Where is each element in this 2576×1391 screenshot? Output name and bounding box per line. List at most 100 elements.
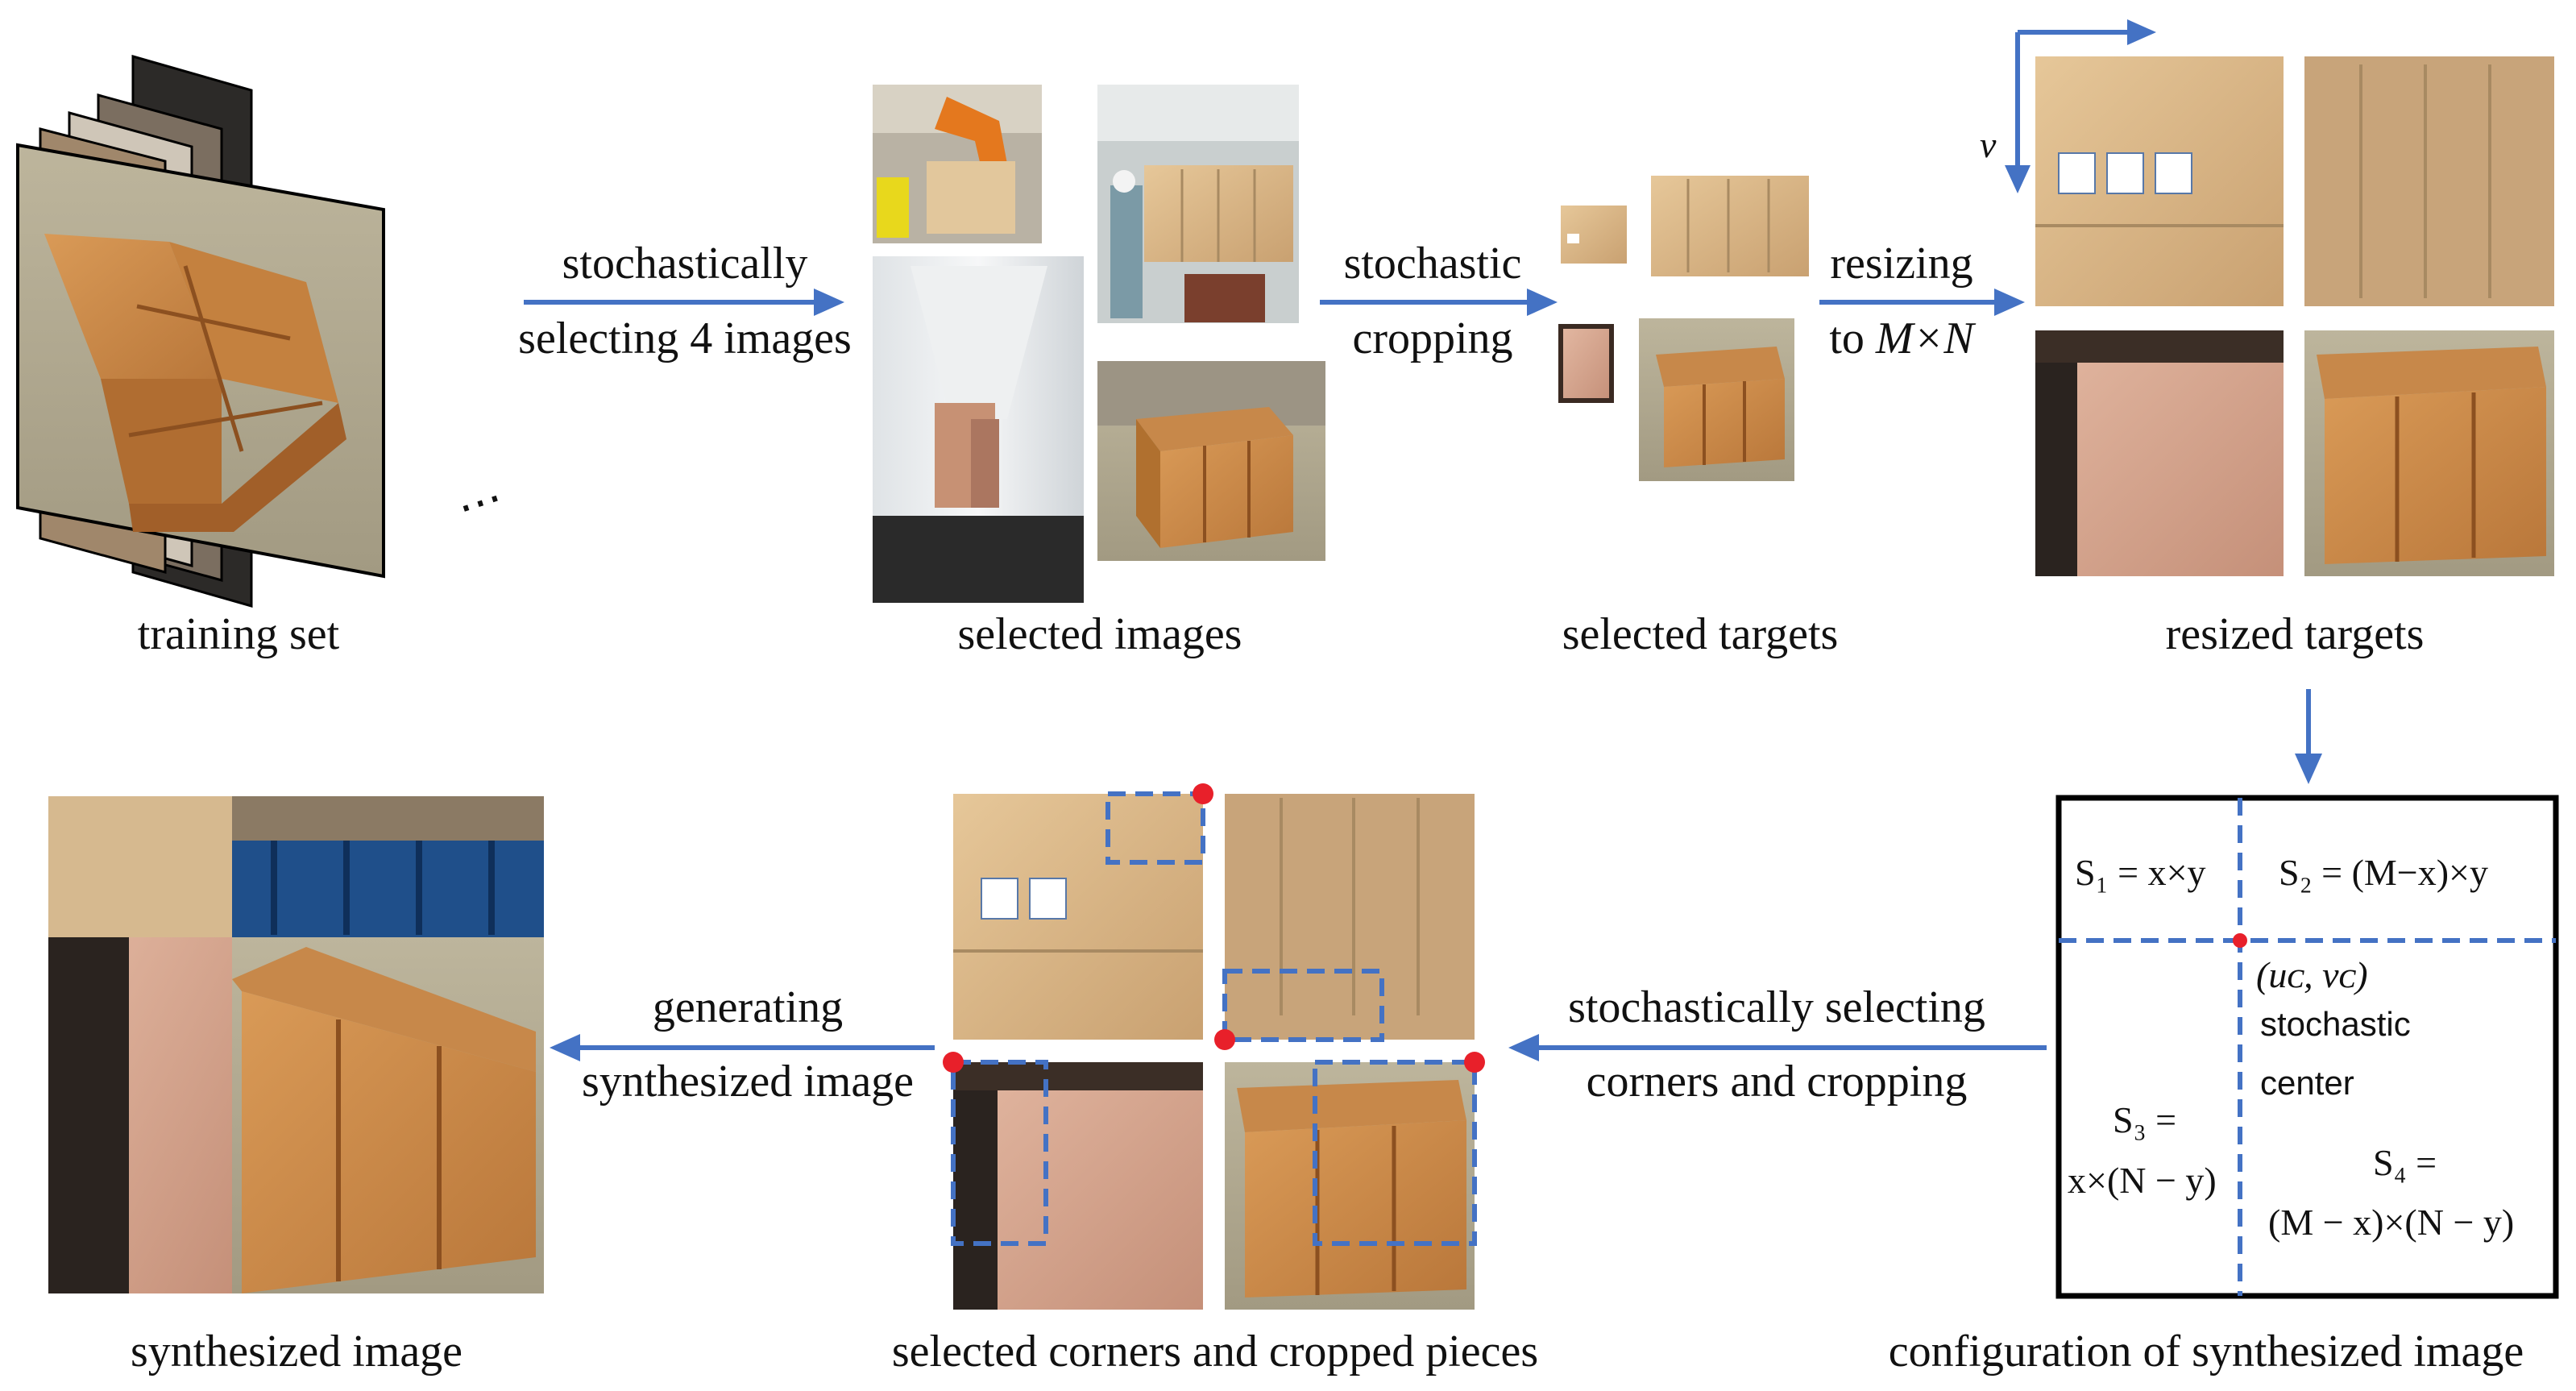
corner-dot-bottom-right	[1464, 1052, 1485, 1073]
container-crate	[971, 419, 999, 508]
center-coordinates: (uᴄ, vᴄ)	[2256, 954, 2368, 995]
crate-front	[1160, 435, 1293, 548]
resized-lifted-carton	[2304, 56, 2554, 306]
crate-shadow	[48, 937, 129, 1293]
crate-edge	[953, 1062, 1203, 1090]
region-s3-line1: S₃ =	[2113, 1099, 2176, 1140]
generate-label-2: synthesized image	[582, 1057, 914, 1107]
crate-top	[1136, 407, 1293, 451]
arrow-labels: stochastically selecting 4 images stocha…	[518, 239, 1985, 1107]
crate-top	[2317, 347, 2546, 399]
region-s3-line2: x×(N − y)	[2068, 1160, 2217, 1201]
training-crate-front	[101, 379, 222, 504]
configuration-panel: S₁ = x×y S₂ = (M−x)×y S₃ = x×(N − y) S₄ …	[2055, 795, 2559, 1299]
region-s4-line1: S₄ =	[2373, 1142, 2437, 1183]
caption-resized-targets: resized targets	[2166, 609, 2425, 659]
crate-top	[1656, 347, 1785, 387]
config-frame	[2055, 795, 2559, 1299]
stochastic-center-dot	[2233, 933, 2247, 948]
center-label-line2: center	[2260, 1064, 2354, 1102]
crate-plank	[136, 304, 291, 341]
corners-label-2: corners and cropping	[1587, 1057, 1968, 1107]
caption-selected-images: selected images	[958, 609, 1242, 659]
region-s1: S₁ = x×y	[2075, 852, 2206, 893]
photo-carton	[927, 161, 1015, 234]
synthesized-image	[48, 796, 544, 1293]
piece-lifted-carton	[1225, 794, 1475, 1040]
caption-training-set: training set	[138, 609, 340, 659]
training-crate-right	[169, 242, 338, 403]
photo-worker-helmet	[1113, 170, 1135, 193]
target-plywood-crate	[1558, 324, 1614, 403]
corner-dot-bottom-left	[943, 1052, 964, 1073]
photo-cart	[1184, 274, 1265, 322]
caption-corners-pieces: selected corners and cropped pieces	[892, 1327, 1538, 1376]
region-s4-line2: (M − x)×(N − y)	[2268, 1202, 2514, 1243]
crate-plank	[128, 401, 323, 438]
carton-label	[2155, 152, 2192, 194]
corner-dot-top-left	[1193, 783, 1213, 804]
crop-label-1: stochastic	[1344, 239, 1522, 289]
synth-bg	[232, 796, 544, 841]
crate-front	[242, 991, 536, 1293]
photo-rail	[877, 177, 909, 238]
caption-selected-targets: selected targets	[1562, 609, 1839, 659]
corners-pieces	[943, 783, 1485, 1310]
carton-label	[2106, 152, 2144, 194]
caption-synthesized: synthesized image	[131, 1327, 463, 1376]
training-crate-side	[44, 234, 222, 379]
carton-label	[2058, 152, 2096, 194]
crate-edge	[2035, 330, 2284, 363]
carton-label	[1567, 234, 1579, 243]
target-carton-lifted	[1651, 176, 1809, 276]
crate-front	[1245, 1120, 1466, 1298]
crate-front	[2325, 387, 2546, 564]
crate-front	[1664, 379, 1785, 467]
resized-targets: v	[1980, 19, 2554, 576]
arrow-generate-head	[550, 1034, 580, 1061]
crop-box-bottom-right	[1313, 1060, 1477, 1246]
carton-label	[1029, 878, 1067, 920]
corner-dot-top-right	[1214, 1029, 1235, 1050]
crate-top	[232, 947, 536, 1072]
training-crate-base	[129, 403, 346, 532]
center-label-line1: stochastic	[2260, 1005, 2411, 1043]
container-floor	[873, 516, 1084, 603]
training-set-stack: ⋯	[16, 55, 509, 608]
region-s2: S₂ = (M−x)×y	[2279, 852, 2488, 893]
photo-worker	[1110, 185, 1143, 318]
corners-label-1: stochastically selecting	[1568, 982, 1985, 1032]
generate-label-1: generating	[653, 982, 843, 1032]
u-axis-head	[2127, 19, 2156, 45]
carton-label	[981, 878, 1018, 920]
synth-quadrant-1	[48, 796, 232, 937]
v-axis-label: v	[1980, 124, 1997, 165]
arrow-crop-head	[1527, 289, 1558, 316]
arrow-corners-head	[1508, 1034, 1539, 1061]
crate-plank	[183, 265, 244, 452]
caption-configuration: configuration of synthesized image	[1889, 1327, 2524, 1376]
select-label-1: stochastically	[562, 239, 808, 289]
crate-side	[1136, 419, 1160, 548]
crop-box-top-right	[1222, 969, 1384, 1042]
arrow-select-images-head	[814, 289, 844, 316]
select-label-2: selecting 4 images	[518, 313, 852, 363]
arrow-resize-head	[1994, 289, 2025, 316]
crate-top	[1237, 1080, 1466, 1132]
resize-label-math: M×N	[1875, 313, 1976, 363]
selected-images	[873, 85, 1325, 603]
flow-arrows	[524, 289, 2322, 1061]
arrow-down-config-head	[2295, 754, 2322, 784]
resize-label-2: to M×N	[1829, 313, 1976, 363]
crop-label-2: cropping	[1352, 313, 1512, 363]
selected-targets	[1558, 176, 1809, 481]
container-interior	[911, 266, 1047, 419]
crate-shadow	[2035, 330, 2077, 576]
resize-label-prefix: to	[1829, 313, 1876, 363]
stage-captions: training set selected images selected ta…	[131, 609, 2524, 1376]
resize-label-1: resizing	[1830, 239, 1972, 289]
ellipsis: ⋯	[451, 472, 509, 534]
photo-bg	[1097, 85, 1299, 141]
v-axis-head	[2005, 165, 2031, 193]
